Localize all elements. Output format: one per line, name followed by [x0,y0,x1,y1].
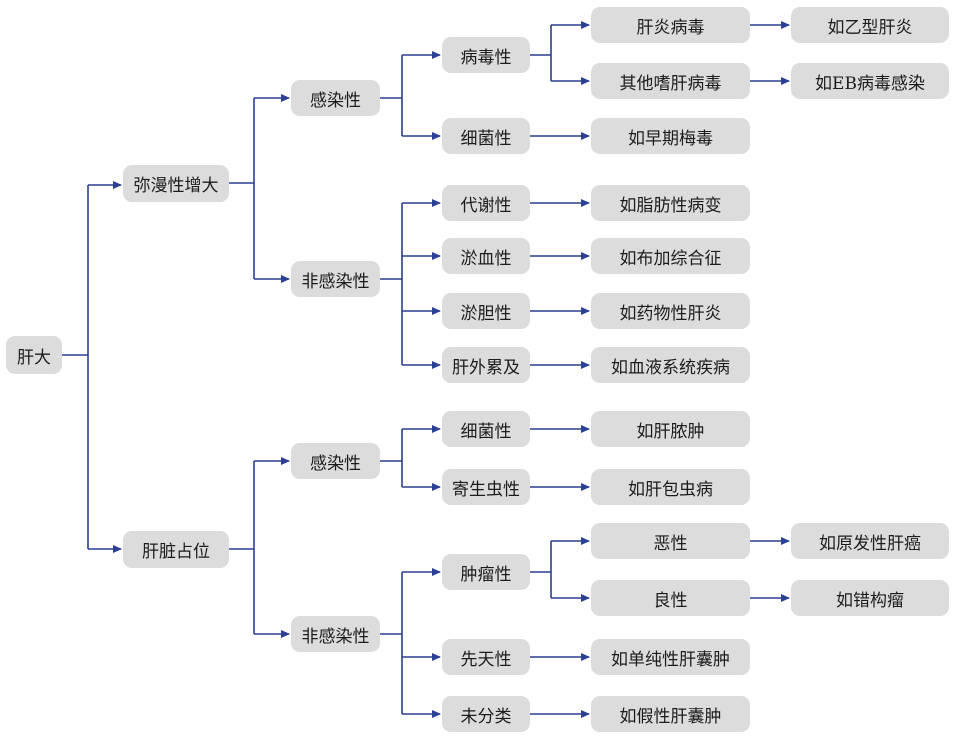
connector-viral-bracket [530,25,552,81]
node-occupying-bacterial: 细菌性 [442,411,530,447]
node-example-early-syphilis: 如早期梅毒 [591,118,750,154]
connector-d-noninfectious-bracket [380,203,403,365]
connector-o-noninfectious-bracket [380,572,403,714]
node-cholestatic: 淤胆性 [442,293,530,329]
node-hepatitis-virus: 肝炎病毒 [591,7,750,43]
node-other-hepatotropic-virus: 其他嗜肝病毒 [591,63,750,99]
connector-tumorous-bracket [530,541,552,598]
node-tumorous: 肿瘤性 [442,554,530,590]
node-example-liver-abscess: 如肝脓肿 [591,411,750,447]
node-root-hepatomegaly: 肝大 [6,336,62,374]
node-example-budd-chiari: 如布加综合征 [591,238,750,274]
connector-o-infectious-bracket [380,429,403,487]
node-diffuse-enlargement: 弥漫性增大 [123,165,229,202]
node-example-hamartoma: 如错构瘤 [791,580,949,616]
node-example-simple-cyst: 如单纯性肝囊肿 [591,639,750,675]
node-example-blood-disease: 如血液系统疾病 [591,347,750,383]
node-diffuse-infectious: 感染性 [291,80,380,116]
node-example-echinococcosis: 如肝包虫病 [591,469,750,505]
node-liver-occupying-lesion: 肝脏占位 [123,531,229,568]
node-diffuse-noninfectious: 非感染性 [291,261,380,297]
node-unclassified: 未分类 [442,696,530,732]
node-example-primary-liver-cancer: 如原发性肝癌 [791,523,949,559]
node-example-hepatitis-b: 如乙型肝炎 [791,7,949,43]
node-parasitic: 寄生虫性 [442,469,530,505]
node-congenital: 先天性 [442,639,530,675]
node-example-eb-virus: 如EB病毒感染 [791,63,949,99]
node-extrahepatic: 肝外累及 [442,347,530,383]
node-metabolic: 代谢性 [442,185,530,221]
node-bacterial: 细菌性 [442,118,530,154]
node-congestive: 淤血性 [442,238,530,274]
node-viral: 病毒性 [442,37,530,73]
connector-diffuse-bracket [229,98,255,279]
connector-d-infectious-bracket [380,55,403,136]
node-example-pseudocyst: 如假性肝囊肿 [591,696,750,732]
node-example-drug-hepatitis: 如药物性肝炎 [591,293,750,329]
node-benign: 良性 [591,580,750,616]
node-example-fatty-liver: 如脂肪性病变 [591,185,750,221]
node-occupying-infectious: 感染性 [291,443,380,479]
connector-root-bracket [62,185,89,549]
connector-occupying-bracket [229,461,255,634]
node-malignant: 恶性 [591,523,750,559]
node-occupying-noninfectious: 非感染性 [291,616,380,652]
